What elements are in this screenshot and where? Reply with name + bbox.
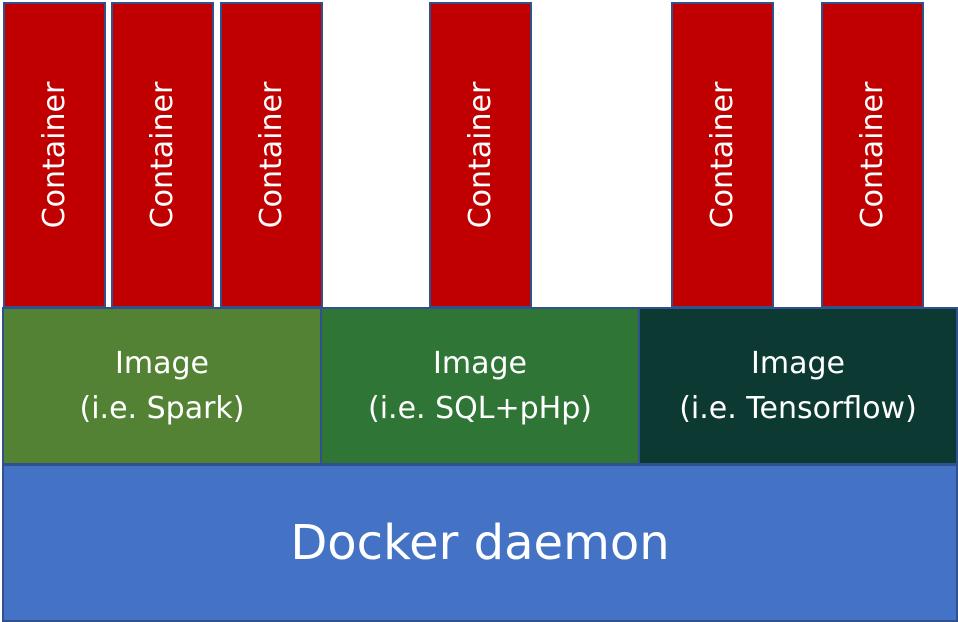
container-box-2: Container	[111, 2, 214, 308]
container-label: Container	[36, 81, 72, 229]
image-box-spark: Image (i.e. Spark)	[2, 307, 322, 465]
image-subtitle: (i.e. Tensorflow)	[679, 391, 917, 426]
image-title: Image	[751, 346, 845, 381]
container-box-3: Container	[220, 2, 323, 308]
docker-daemon-box: Docker daemon	[2, 464, 958, 622]
docker-daemon-label: Docker daemon	[290, 515, 670, 571]
container-label: Container	[144, 81, 180, 229]
image-box-tensorflow: Image (i.e. Tensorflow)	[638, 307, 958, 465]
container-box-6: Container	[821, 2, 924, 308]
image-subtitle: (i.e. SQL+pHp)	[368, 391, 592, 426]
container-box-1: Container	[3, 2, 106, 308]
container-box-5: Container	[671, 2, 774, 308]
container-label: Container	[253, 81, 289, 229]
image-subtitle: (i.e. Spark)	[79, 391, 245, 426]
image-title: Image	[433, 346, 527, 381]
container-label: Container	[854, 81, 890, 229]
container-box-4: Container	[429, 2, 532, 308]
container-label: Container	[704, 81, 740, 229]
container-label: Container	[462, 81, 498, 229]
image-title: Image	[115, 346, 209, 381]
image-box-sql-php: Image (i.e. SQL+pHp)	[320, 307, 640, 465]
